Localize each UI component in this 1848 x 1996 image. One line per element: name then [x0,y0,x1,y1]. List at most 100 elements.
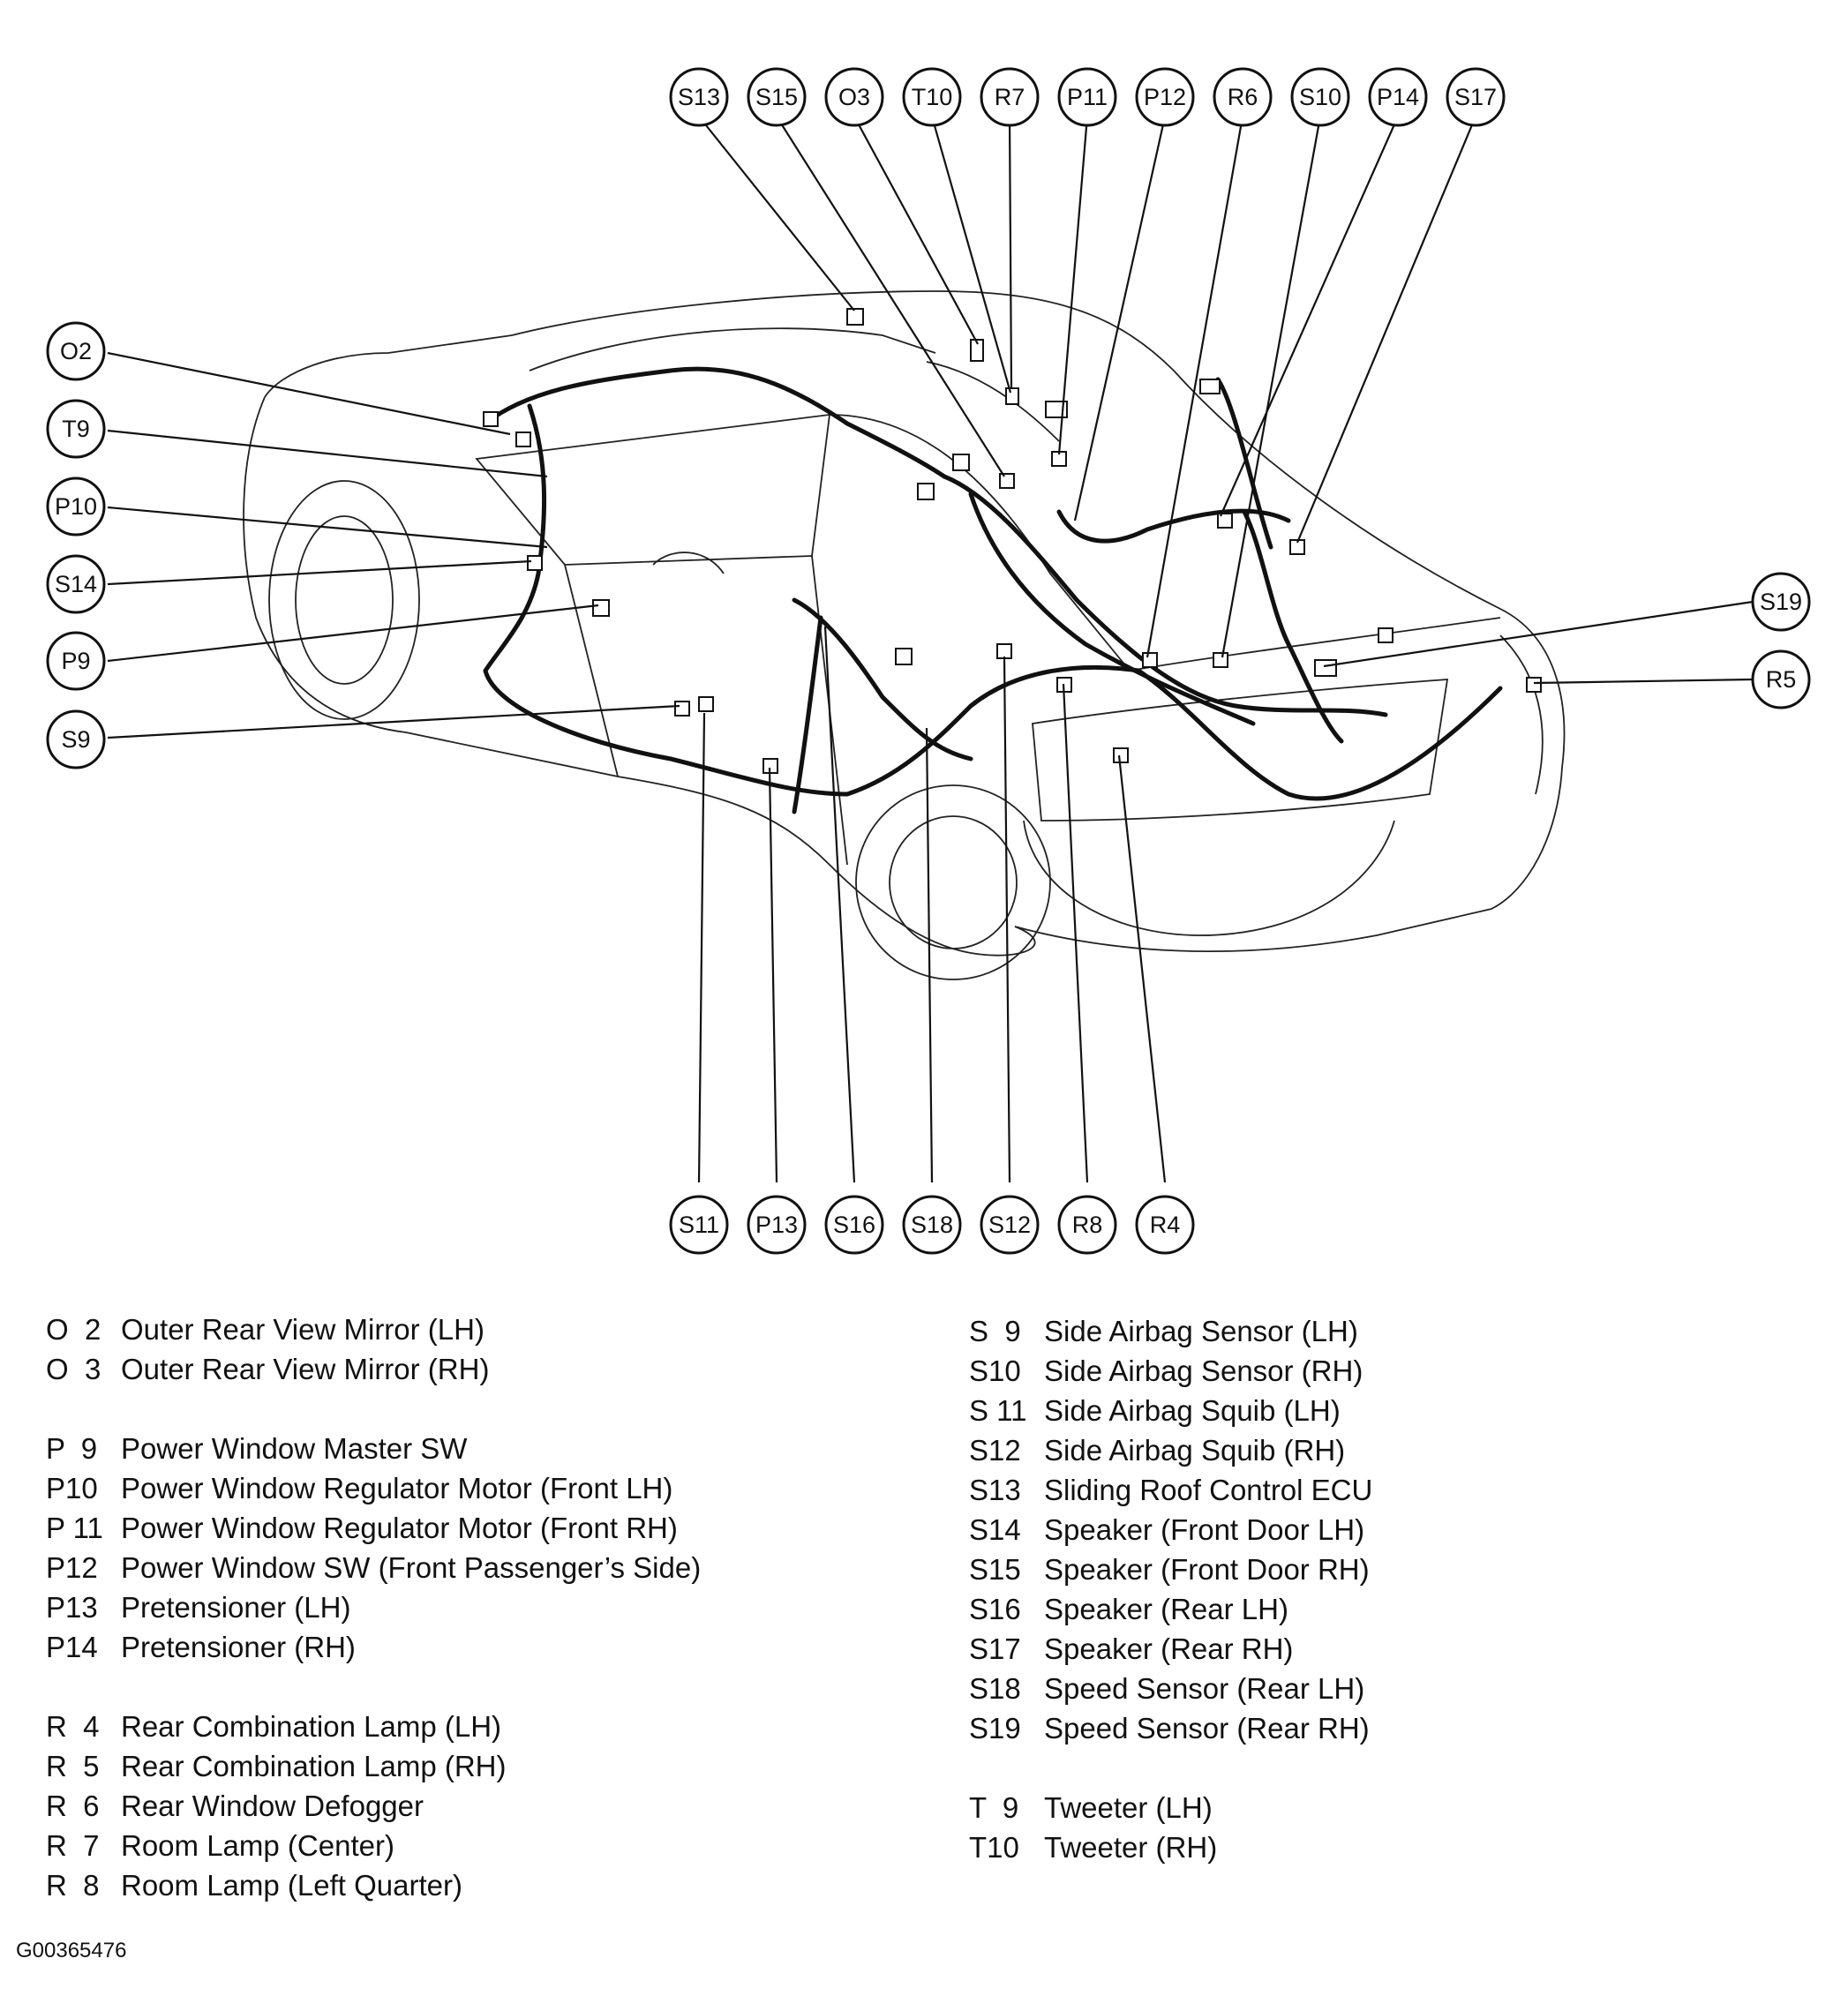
callout-S11: S11 [669,1195,729,1255]
legend-code: R 4 [46,1710,100,1743]
callout-label: S18 [911,1212,953,1238]
callout-P13: P13 [747,1195,807,1255]
callout-label: P13 [755,1212,798,1238]
callout-label: R5 [1766,666,1797,693]
legend-desc: Pretensioner (RH) [121,1631,356,1663]
legend-left: O 2 Outer Rear View Mirror (LH) O 3 Outer … [46,1309,928,1927]
legend-code: S13 [969,1474,1021,1506]
callout-label: S9 [61,726,90,753]
legend-code: R 8 [46,1869,100,1902]
legend-desc: Side Airbag Squib (RH) [1044,1434,1346,1467]
legend-desc: Speed Sensor (Rear LH) [1044,1672,1365,1705]
callout-S10: S10 [1290,67,1350,127]
callout-label: S13 [678,84,720,110]
legend-desc: Tweeter (LH) [1044,1791,1213,1824]
wire-harness [483,366,1503,814]
callout-S19: S19 [1751,572,1811,632]
callout-S13: S13 [669,67,729,127]
legend-desc: Room Lamp (Left Quarter) [121,1869,462,1902]
legend-desc: Speed Sensor (Rear RH) [1044,1712,1370,1745]
callout-label: P12 [1144,84,1186,110]
legend-code: S12 [969,1434,1021,1467]
legend-desc: Rear Window Defogger [121,1790,424,1822]
callout-label: S14 [55,571,97,597]
legend-desc: Side Airbag Squib (LH) [1044,1394,1341,1427]
legend-desc: Power Window Regulator Motor (Front RH) [121,1512,678,1544]
callout-label: P9 [61,648,90,674]
legend-code: S17 [969,1632,1021,1665]
callout-R4: R4 [1135,1195,1195,1255]
callout-S15: S15 [747,67,807,127]
callout-label: T9 [62,416,90,442]
legend-code: S15 [969,1553,1021,1586]
legend-desc: Power Window SW (Front Passenger’s Side) [121,1551,702,1584]
connectors [483,308,1542,774]
callout-label: P11 [1067,84,1108,110]
callout-O2: O2 [46,321,106,381]
callout-S16: S16 [824,1195,884,1255]
callout-P9: P9 [46,631,106,691]
car-body-outline [243,290,1566,980]
callout-S9: S9 [46,709,106,769]
legend-code: T 9 [969,1791,1019,1824]
legend-desc: Tweeter (RH) [1044,1831,1218,1864]
legend-code: R 6 [46,1790,100,1822]
legend-desc: Outer Rear View Mirror (RH) [121,1353,490,1385]
leader-lines [107,116,1754,1183]
callout-R7: R7 [980,67,1040,127]
legend-desc: Rear Combination Lamp (RH) [121,1750,507,1782]
legend-code: P 11 [46,1512,103,1544]
callout-label: O3 [838,84,870,110]
callout-label: P14 [1377,84,1419,110]
legend-desc: Power Window Regulator Motor (Front LH) [121,1472,673,1505]
legend-desc: Power Window Master SW [121,1432,468,1465]
legend-code: S18 [969,1672,1021,1705]
legend-desc: Pretensioner (LH) [121,1591,351,1624]
legend-code: R 5 [46,1750,100,1782]
callout-label: S17 [1454,84,1497,110]
callout-T10: T10 [902,67,962,127]
legend-code: S 9 [969,1315,1021,1347]
callout-label: S11 [679,1212,719,1238]
legend-code: P10 [46,1472,98,1505]
legend-code: S16 [969,1593,1021,1625]
callout-label: R6 [1228,84,1258,110]
callout-P11: P11 [1057,67,1117,127]
callout-label: T10 [912,84,953,110]
legend-desc: Speaker (Rear LH) [1044,1593,1288,1625]
callout-label: O2 [60,338,92,364]
legend-code: P 9 [46,1432,98,1465]
callout-label: S19 [1760,589,1802,615]
legend-desc: Rear Combination Lamp (LH) [121,1710,502,1743]
callout-label: R7 [995,84,1025,110]
figure-id: G00365476 [16,1939,127,1962]
callout-S17: S17 [1446,67,1506,127]
callout-P10: P10 [46,476,106,537]
callout-R8: R8 [1057,1195,1117,1255]
legend-code: P13 [46,1591,98,1624]
legend-code: P12 [46,1551,98,1584]
legend-code: S19 [969,1712,1021,1745]
legend-code: S 11 [969,1394,1027,1427]
legend-desc: Sliding Roof Control ECU [1044,1474,1373,1506]
callout-label: P10 [55,493,97,520]
callout-S18: S18 [902,1195,962,1255]
callout-T9: T9 [46,399,106,459]
legend-desc: Speaker (Front Door RH) [1044,1553,1370,1586]
legend-code: O 2 [46,1313,101,1346]
callout-label: R4 [1150,1212,1181,1238]
callout-S14: S14 [46,554,106,614]
callout-O3: O3 [824,67,884,127]
legend-desc: Speaker (Front Door LH) [1044,1513,1365,1546]
callout-label: S16 [833,1212,875,1238]
callout-label: S15 [755,84,798,110]
legend-desc: Side Airbag Sensor (LH) [1044,1315,1358,1347]
legend-code: T10 [969,1831,1019,1864]
legend-code: O 3 [46,1353,101,1385]
callout-R5: R5 [1751,649,1811,709]
legend-desc: Outer Rear View Mirror (LH) [121,1313,485,1346]
legend-code: S14 [969,1513,1021,1546]
callout-S12: S12 [980,1195,1040,1255]
legend-desc: Speaker (Rear RH) [1044,1632,1294,1665]
legend-desc: Room Lamp (Center) [121,1829,394,1862]
